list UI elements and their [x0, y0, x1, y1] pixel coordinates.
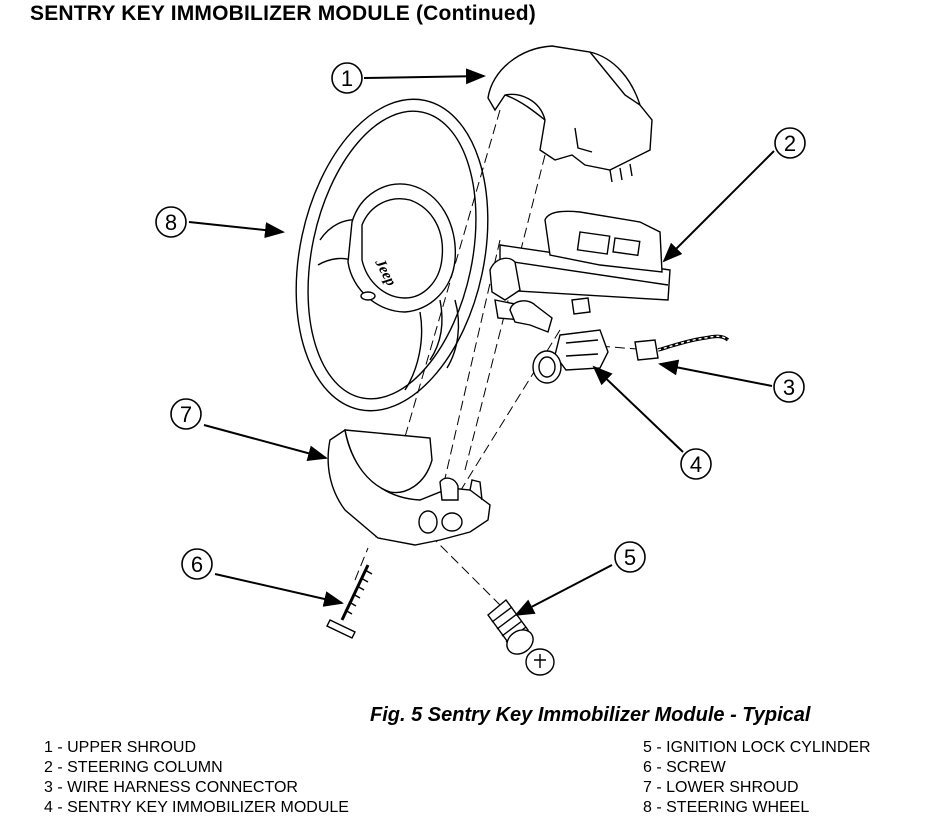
- figure-caption: Fig. 5 Sentry Key Immobilizer Module - T…: [370, 704, 811, 726]
- callout-2: 2: [774, 127, 806, 159]
- page-header: SENTRY KEY IMMOBILIZER MODULE (Continued…: [30, 2, 536, 26]
- wire-harness-connector: [634, 334, 730, 361]
- callout-4-label: 4: [690, 452, 702, 477]
- callout-5-label: 5: [624, 545, 636, 570]
- legend-item: 8 - STEERING WHEEL: [643, 799, 810, 816]
- upper-shroud: [487, 45, 653, 183]
- callout-1: 1: [331, 62, 363, 94]
- callout-7: 7: [170, 398, 202, 430]
- callout-3-label: 3: [783, 375, 795, 400]
- lower-shroud: [327, 428, 491, 546]
- callout-4: 4: [680, 448, 712, 480]
- steering-wheel: [295, 98, 489, 412]
- page-title-continued: (Continued): [415, 2, 536, 25]
- legend-item: 5 - IGNITION LOCK CYLINDER: [643, 739, 871, 756]
- sentry-key-immobilizer-module: [532, 329, 609, 384]
- legend-item: 2 - STEERING COLUMN: [44, 759, 223, 776]
- steering-column: [489, 210, 671, 333]
- legend-item: 3 - WIRE HARNESS CONNECTOR: [44, 779, 298, 796]
- ignition-lock-cylinder: [487, 598, 555, 676]
- callout-6: 6: [181, 548, 213, 580]
- callout-5: 5: [614, 541, 646, 573]
- legend-item: 7 - LOWER SHROUD: [643, 779, 799, 796]
- legend-item: 4 - SENTRY KEY IMMOBILIZER MODULE: [44, 799, 349, 816]
- callout-3: 3: [773, 371, 805, 403]
- legend-right-column: 5 - IGNITION LOCK CYLINDER 6 - SCREW 7 -…: [643, 738, 871, 818]
- legend-item: 1 - UPPER SHROUD: [44, 739, 197, 756]
- leader-arrows: [188, 68, 775, 616]
- exploded-view-diagram: Jeep: [155, 45, 806, 676]
- callout-1-label: 1: [341, 66, 353, 91]
- callout-8-label: 8: [165, 210, 177, 235]
- callout-7-label: 7: [180, 402, 192, 427]
- callout-8: 8: [155, 206, 187, 238]
- page-title: SENTRY KEY IMMOBILIZER MODULE: [30, 2, 410, 25]
- screw: [326, 564, 373, 639]
- legend-item: 6 - SCREW: [643, 759, 726, 776]
- steering-wheel-airbag-cover: [347, 183, 457, 313]
- callout-6-label: 6: [191, 552, 203, 577]
- callout-2-label: 2: [784, 131, 796, 156]
- legend-left-column: 1 - UPPER SHROUD 2 - STEERING COLUMN 3 -…: [44, 738, 349, 818]
